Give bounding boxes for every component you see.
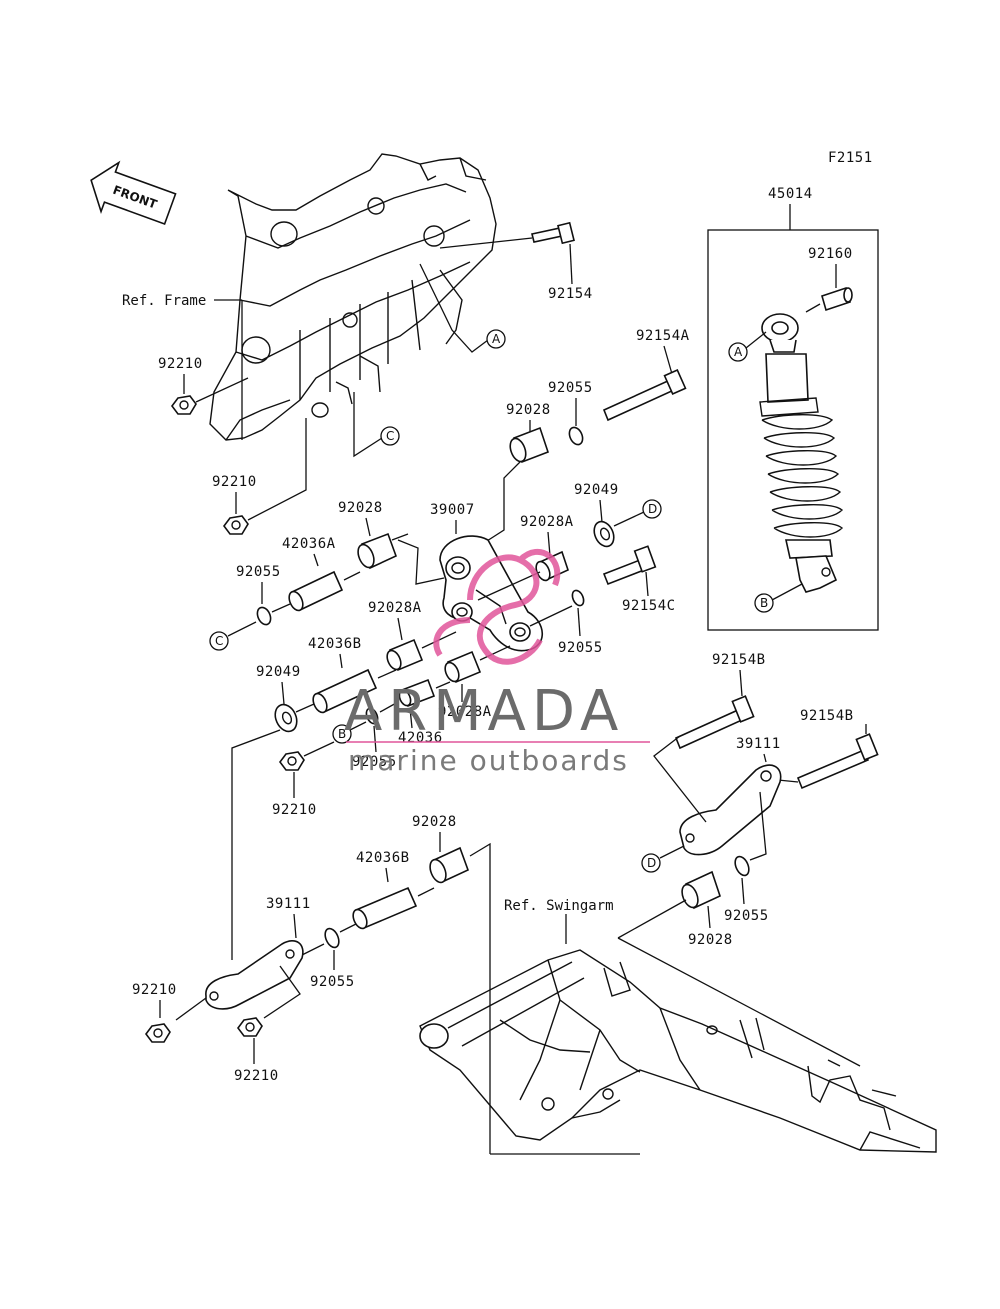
label-92154B-b: 92154B — [800, 708, 854, 724]
label-92210-c: 92210 — [272, 802, 317, 818]
nut-92210-lowleft — [145, 1023, 171, 1043]
svg-text:A: A — [734, 345, 743, 359]
watermark-logo-icon — [433, 548, 561, 665]
label-92028-b: 92028 — [338, 500, 383, 516]
svg-text:D: D — [647, 856, 656, 870]
ref-swingarm: Ref. Swingarm — [504, 898, 614, 914]
label-92055-c: 92055 — [236, 564, 281, 580]
watermark-brand: ARMADA — [344, 679, 624, 744]
ref-frame: Ref. Frame — [122, 293, 206, 309]
oring-92055-left — [256, 606, 272, 626]
svg-text:D: D — [648, 502, 657, 516]
label-39007: 39007 — [430, 502, 475, 518]
label-92049-a: 92049 — [574, 482, 619, 498]
callout-c-frame: C — [380, 426, 400, 446]
label-42036A: 42036A — [282, 536, 336, 552]
svg-text:A: A — [492, 332, 501, 346]
watermark-tagline: marine outboards — [348, 744, 629, 777]
tie-rod-39111-right — [679, 764, 782, 856]
label-92055-e: 92055 — [724, 908, 769, 924]
bushing-92028A-mid — [386, 638, 424, 672]
label-39111-b: 39111 — [266, 896, 311, 912]
bushing-92028A-low — [444, 650, 482, 684]
label-92210-d: 92210 — [132, 982, 177, 998]
label-92154B-a: 92154B — [712, 652, 766, 668]
label-92028-a: 92028 — [506, 402, 551, 418]
svg-text:B: B — [760, 596, 768, 610]
bolt-92154B-a — [674, 695, 755, 750]
label-92210-e: 92210 — [234, 1068, 279, 1084]
shock-box — [707, 229, 879, 631]
frame-illustration — [209, 153, 497, 441]
label-39111-a: 39111 — [736, 736, 781, 752]
label-42036B-a: 42036B — [308, 636, 362, 652]
label-92028A-b: 92028A — [368, 600, 422, 616]
label-92028A-c: 92028A — [438, 704, 492, 720]
watermark: ARMADA marine outboards — [344, 548, 650, 777]
label-92028-c: 92028 — [412, 814, 457, 830]
label-92154A: 92154A — [636, 328, 690, 344]
oring-92055-top — [568, 426, 584, 446]
oring-92055-right — [571, 589, 585, 607]
bolt-92154 — [531, 221, 575, 245]
pipe-42036B-low — [352, 886, 418, 930]
pipe-42036A — [288, 570, 344, 612]
front-arrow-icon: FRONT — [90, 160, 177, 226]
label-92160: 92160 — [808, 246, 853, 262]
bushing-92028-right — [681, 870, 721, 910]
shock-45014 — [759, 313, 844, 593]
nut-92210-low — [237, 1017, 263, 1037]
nut-92210-top — [171, 395, 197, 415]
bolt-92154A — [602, 368, 687, 422]
bolt-92154B-b — [796, 733, 879, 790]
collar-92160 — [821, 286, 853, 312]
washer-92049-left — [274, 703, 298, 733]
figure-code: F2151 — [828, 150, 873, 166]
label-92210-a: 92210 — [158, 356, 203, 372]
tie-rod-39111-left — [205, 940, 304, 1010]
label-92210-b: 92210 — [212, 474, 257, 490]
swingarm-illustration — [419, 949, 937, 1153]
bushing-92028-lowleft — [429, 846, 470, 884]
label-92055-b: 92055 — [558, 640, 603, 656]
label-45014: 45014 — [768, 186, 813, 202]
pipe-42036B-top — [312, 668, 378, 714]
oring-92055-lowleft — [324, 927, 340, 949]
svg-text:B: B — [338, 727, 346, 741]
label-92049-b: 92049 — [256, 664, 301, 680]
pipe-42036 — [398, 678, 436, 708]
callout-b-mid: B — [332, 724, 352, 744]
nut-92210-mid — [223, 515, 249, 535]
bolt-92154C — [602, 545, 657, 586]
label-92028A-a: 92028A — [520, 514, 574, 530]
label-92055-f: 92055 — [310, 974, 355, 990]
washer-92049-right — [593, 520, 615, 548]
label-92154C: 92154C — [622, 598, 676, 614]
nut-92210-linkage — [279, 751, 305, 771]
callout-a-frame: A — [486, 329, 506, 349]
bushing-92028-top — [509, 426, 550, 464]
callout-b-shock: B — [754, 593, 774, 613]
oring-92055-right-low — [734, 855, 750, 877]
svg-text:C: C — [386, 429, 394, 443]
label-92055-a: 92055 — [548, 380, 593, 396]
oring-92055-mid — [365, 707, 379, 725]
callout-d-right: D — [642, 499, 662, 519]
svg-text:C: C — [215, 634, 223, 648]
callout-c-left: C — [209, 631, 229, 651]
label-42036B-b: 42036B — [356, 850, 410, 866]
callout-d-lower: D — [641, 853, 661, 873]
bushing-92028-left — [357, 532, 398, 570]
label-92154: 92154 — [548, 286, 593, 302]
callout-a-shock: A — [728, 342, 748, 362]
label-92055-d: 92055 — [352, 754, 397, 770]
label-92028-d: 92028 — [688, 932, 733, 948]
